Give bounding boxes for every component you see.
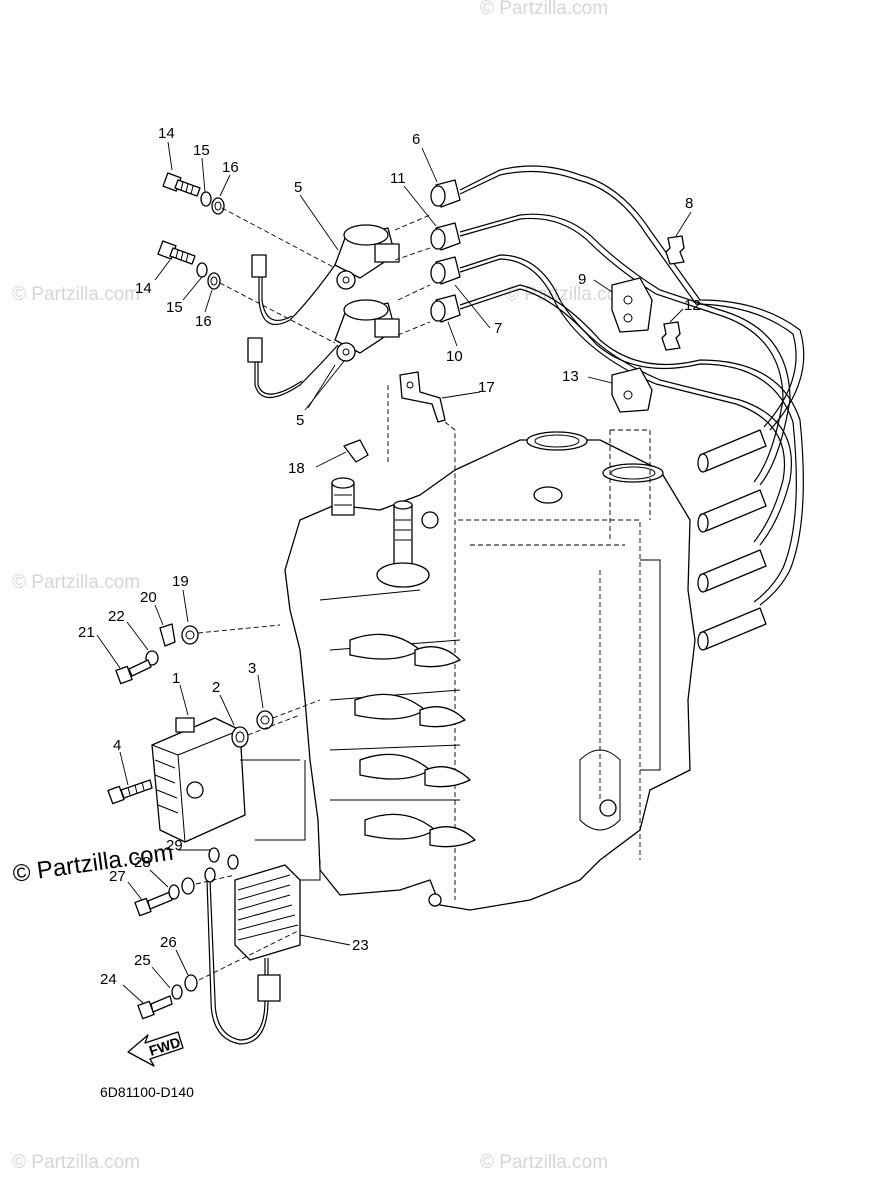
watermark-text: © Partzilla.com	[480, 1152, 608, 1173]
callout-4: 4	[113, 737, 121, 754]
bolt-14-upper	[162, 172, 201, 197]
clip-20	[159, 623, 176, 647]
spark-plug-wires	[459, 165, 805, 606]
watermark-text: © Partzilla.com	[12, 572, 140, 593]
callout-9: 9	[578, 271, 586, 288]
callout-14: 14	[158, 125, 175, 142]
part-number-labels: 14 15 16 5 6 11 8 9 12 13 14 15 16 7 10 …	[78, 125, 701, 988]
callout-1: 1	[172, 670, 180, 687]
callout-6: 6	[412, 131, 420, 148]
watermark-text: © Partzilla.com	[505, 284, 633, 305]
callout-15: 15	[166, 299, 183, 316]
callout-29: 29	[166, 837, 183, 854]
callout-24: 24	[100, 971, 117, 988]
callout-11: 11	[390, 170, 406, 187]
fwd-label: FWD	[147, 1034, 182, 1059]
washer-15-lower	[196, 262, 208, 278]
callout-16: 16	[195, 313, 212, 330]
bracket-17	[399, 371, 446, 423]
coil-harness	[247, 254, 339, 399]
callout-21: 21	[78, 624, 95, 641]
clip-18	[343, 439, 369, 463]
callout-26: 26	[160, 934, 177, 951]
watermark-text: © Partzilla.com	[12, 284, 140, 305]
callout-5: 5	[294, 179, 302, 196]
watermark-text: © Partzilla.com	[12, 1152, 140, 1173]
callout-27: 27	[109, 868, 126, 885]
engine-block	[284, 429, 696, 911]
washer-16-upper	[211, 197, 225, 215]
callout-19: 19	[172, 573, 189, 590]
watermark-text: © Partzilla.com	[480, 0, 608, 19]
callout-5: 5	[296, 412, 304, 429]
callout-12: 12	[684, 297, 701, 314]
spark-plug-caps	[430, 179, 461, 323]
washer-15-upper	[200, 191, 212, 207]
bolt-14-lower	[157, 240, 196, 265]
callout-8: 8	[685, 195, 693, 212]
wire-clamp-8	[665, 235, 685, 265]
callout-25: 25	[134, 952, 151, 969]
callout-22: 22	[108, 608, 125, 625]
wire-holder-13	[611, 367, 653, 413]
cdi-unit	[151, 717, 246, 843]
bolt-21	[115, 659, 152, 685]
callout-16: 16	[222, 159, 239, 176]
wire-holder-9	[611, 277, 653, 333]
callout-14: 14	[135, 280, 152, 297]
callout-23: 23	[352, 937, 369, 954]
callout-10: 10	[446, 348, 463, 365]
ignition-coil-lower	[334, 299, 400, 362]
rectifier-regulator	[234, 864, 301, 961]
ignition-coil-upper	[334, 224, 400, 290]
wire-clamp-12	[661, 321, 681, 351]
washer-29-b	[227, 854, 239, 870]
callout-20: 20	[140, 589, 157, 606]
washer-16-lower	[207, 272, 221, 290]
spark-plug-boots	[697, 429, 767, 651]
callout-17: 17	[478, 379, 495, 396]
leader-lines	[96, 141, 692, 1004]
forward-direction-arrow: FWD	[127, 1031, 184, 1067]
diagram-code: 6D81100-D140	[100, 1084, 194, 1100]
grommet-3	[256, 710, 274, 730]
grommet-2	[231, 726, 249, 748]
callout-18: 18	[288, 460, 305, 477]
washer-29	[181, 877, 195, 895]
bolt-24	[137, 995, 173, 1020]
callout-15: 15	[193, 142, 210, 159]
callout-28: 28	[134, 854, 151, 871]
callout-3: 3	[248, 660, 256, 677]
callout-13: 13	[562, 368, 579, 385]
bolt-4	[107, 779, 153, 805]
washer-29-a	[208, 847, 220, 863]
callout-7: 7	[494, 320, 502, 337]
washer-25	[171, 984, 183, 1000]
callout-2: 2	[212, 679, 220, 696]
washer-28	[168, 884, 180, 900]
regulator-harness	[204, 867, 281, 1045]
bolt-27	[134, 891, 173, 917]
washer-26	[184, 974, 198, 992]
grommet-19	[181, 625, 199, 645]
